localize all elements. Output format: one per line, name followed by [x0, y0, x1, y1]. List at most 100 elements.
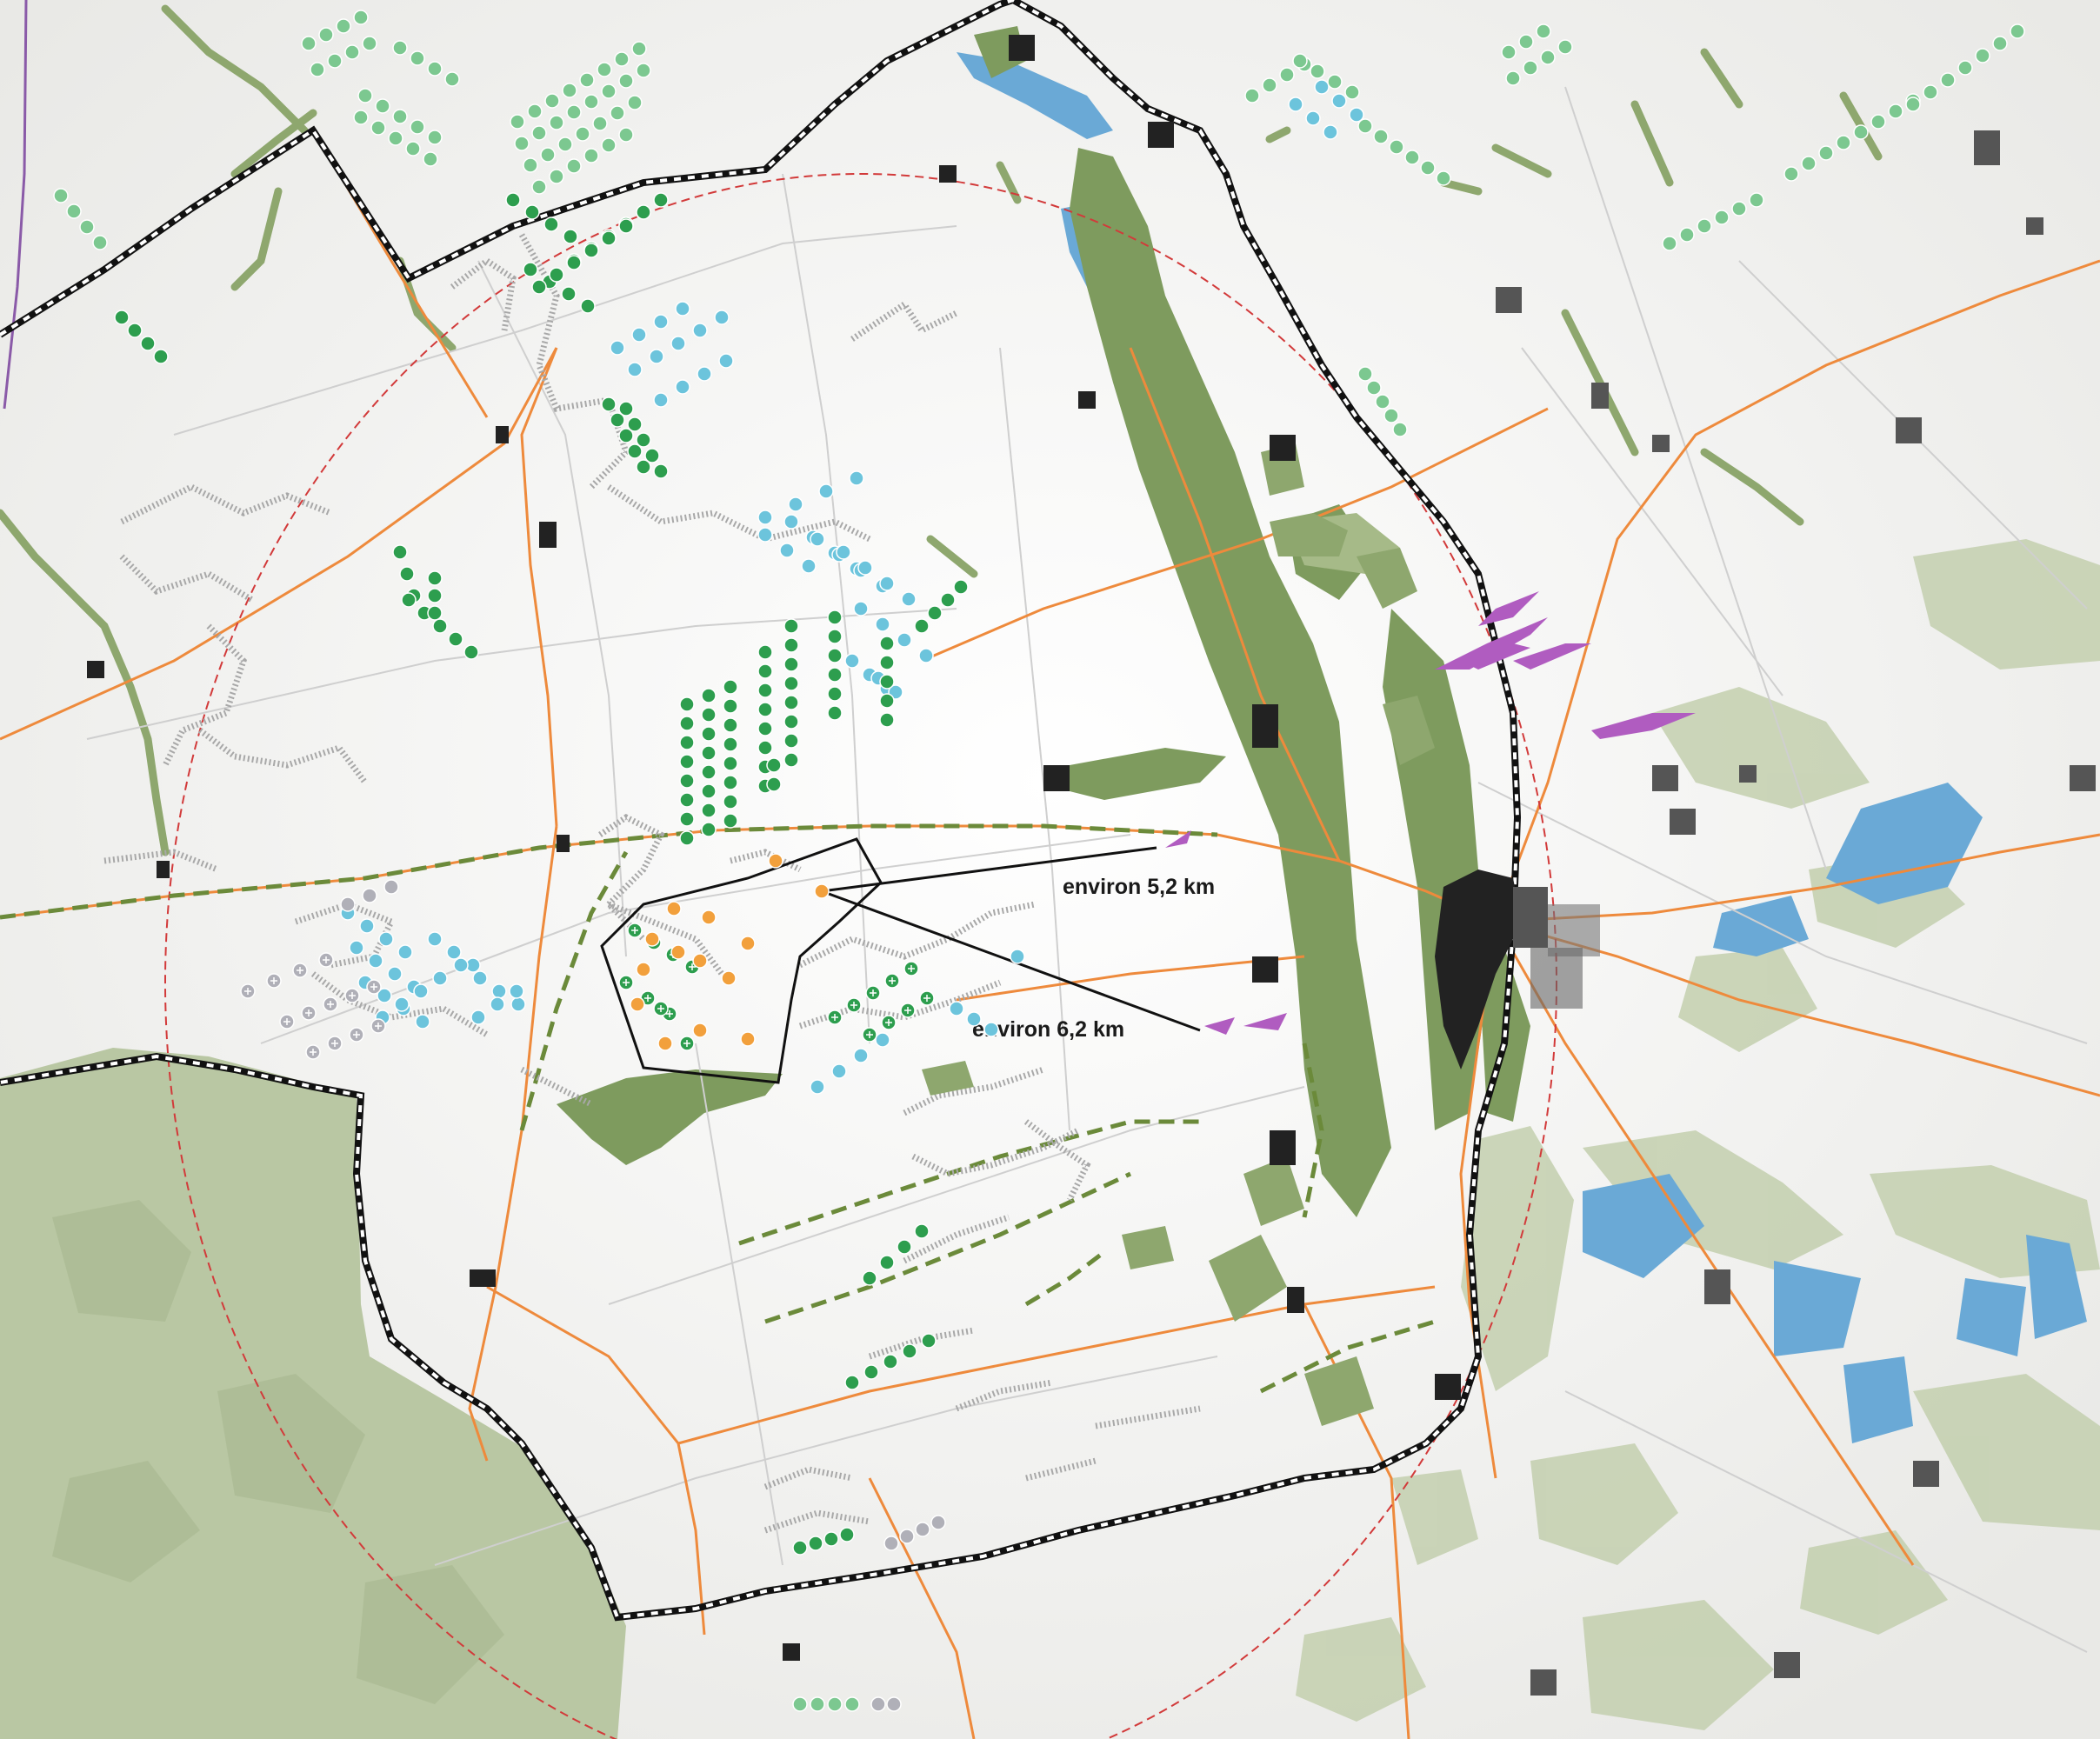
- turbine-authorized: [1344, 84, 1360, 100]
- turbine-project: [666, 901, 682, 916]
- turbine-existing: [427, 570, 443, 586]
- turbine-existing: [827, 686, 843, 702]
- turbine-existing: [863, 1364, 879, 1380]
- turbine-authorized: [1697, 218, 1712, 234]
- turbine-authorized: [1366, 380, 1382, 396]
- turbine-instruction: [844, 653, 860, 669]
- turbine-refused-cross: [297, 967, 303, 974]
- turbine-existing: [679, 792, 695, 808]
- turbine-refused-cross: [310, 1049, 317, 1056]
- turbine-instruction: [1331, 93, 1347, 109]
- project-area[interactable]: [600, 837, 883, 1084]
- hedgerows: [0, 4, 1883, 856]
- turbine-refused-cross: [244, 988, 251, 995]
- turbine-authorized: [1679, 227, 1695, 243]
- turbine-authorized: [544, 93, 560, 109]
- turbine-instruction: [368, 953, 383, 969]
- turbine-existing: [701, 745, 717, 761]
- turbine-existing: [783, 733, 799, 749]
- turbine-existing: [757, 683, 773, 698]
- turbine-instruction: [610, 340, 625, 356]
- turbine-existing: [432, 618, 448, 634]
- turbine-instruction: [897, 632, 912, 648]
- turbine-instruction: [378, 931, 394, 947]
- purple-zones: [1165, 591, 1696, 1035]
- turbine-existing: [862, 1270, 877, 1286]
- turbine-authorized: [1523, 60, 1538, 76]
- turbine-authorized: [1836, 135, 1851, 150]
- turbine-authorized: [1940, 72, 1956, 88]
- turbine-existing: [940, 592, 956, 608]
- turbine-existing: [927, 605, 943, 621]
- turbine-instruction: [697, 366, 712, 382]
- turbine-instruction: [810, 531, 825, 547]
- turbine-existing: [766, 757, 782, 773]
- turbine-authorized: [1501, 44, 1517, 60]
- forest-east: [1296, 539, 2100, 1730]
- turbine-authorized: [583, 148, 599, 163]
- turbine-existing: [783, 752, 799, 768]
- turbine-existing: [783, 695, 799, 710]
- turbine-existing: [701, 764, 717, 780]
- turbine-refused: [915, 1522, 930, 1537]
- vegetation-patches: [922, 443, 1435, 1426]
- turbine-existing: [914, 1223, 930, 1239]
- turbine-authorized: [353, 110, 369, 125]
- turbine-existing: [792, 1540, 808, 1556]
- turbine-instruction: [649, 349, 664, 364]
- turbine-authorized: [53, 188, 69, 203]
- turbine-authorized: [427, 130, 443, 145]
- turbine-existing: [953, 579, 969, 595]
- turbine-authorized: [1375, 394, 1390, 410]
- turbine-markers: [53, 10, 2025, 1712]
- turbine-existing: [505, 192, 521, 208]
- turbine-existing: [524, 204, 540, 220]
- turbine-authorized: [1383, 408, 1399, 423]
- turbine-instruction: [810, 1079, 825, 1095]
- turbine-project: [701, 909, 717, 925]
- turbine-project: [692, 953, 708, 969]
- turbine-authorized: [1957, 60, 1973, 76]
- turbine-authorized: [344, 44, 360, 60]
- turbine-instruction: [918, 648, 934, 663]
- turbine-existing: [563, 229, 578, 244]
- turbine-authorized: [1357, 118, 1373, 134]
- turbine-instruction: [801, 558, 817, 574]
- turbine-existing: [783, 618, 799, 634]
- turbine-existing: [543, 217, 559, 232]
- turbine-existing: [757, 740, 773, 756]
- turbine-instruction: [879, 576, 895, 591]
- turbine-existing: [561, 286, 577, 302]
- turbine-existing: [879, 636, 895, 651]
- turbine-instruction: [692, 323, 708, 338]
- turbine-existing-cross: [870, 989, 877, 996]
- turbine-instruction: [1349, 107, 1364, 123]
- turbine-existing: [783, 676, 799, 691]
- turbine-existing-cross: [644, 995, 651, 1002]
- turbine-authorized: [388, 130, 403, 146]
- turbine-instruction: [377, 988, 392, 1003]
- turbine-authorized: [549, 115, 564, 130]
- turbine-authorized: [1404, 150, 1420, 165]
- turbine-authorized: [2010, 23, 2025, 39]
- turbine-instruction: [631, 327, 647, 343]
- turbine-authorized: [557, 137, 573, 152]
- turbine-existing: [902, 1343, 917, 1359]
- turbine-authorized: [566, 104, 582, 120]
- turbine-existing: [839, 1527, 855, 1542]
- turbine-existing: [701, 726, 717, 742]
- turbine-existing: [808, 1536, 823, 1551]
- turbine-instruction: [949, 1001, 964, 1016]
- turbine-authorized: [370, 120, 386, 136]
- turbine-project: [740, 936, 756, 951]
- turbine-authorized: [1327, 74, 1343, 90]
- turbine-existing: [723, 813, 738, 829]
- turbine-project: [670, 944, 686, 960]
- turbine-project: [768, 853, 783, 869]
- turbine-existing: [701, 783, 717, 799]
- turbine-instruction: [653, 314, 669, 330]
- turbine-authorized: [1975, 48, 1990, 63]
- turbine-refused: [886, 1696, 902, 1712]
- turbine-instruction: [853, 601, 869, 616]
